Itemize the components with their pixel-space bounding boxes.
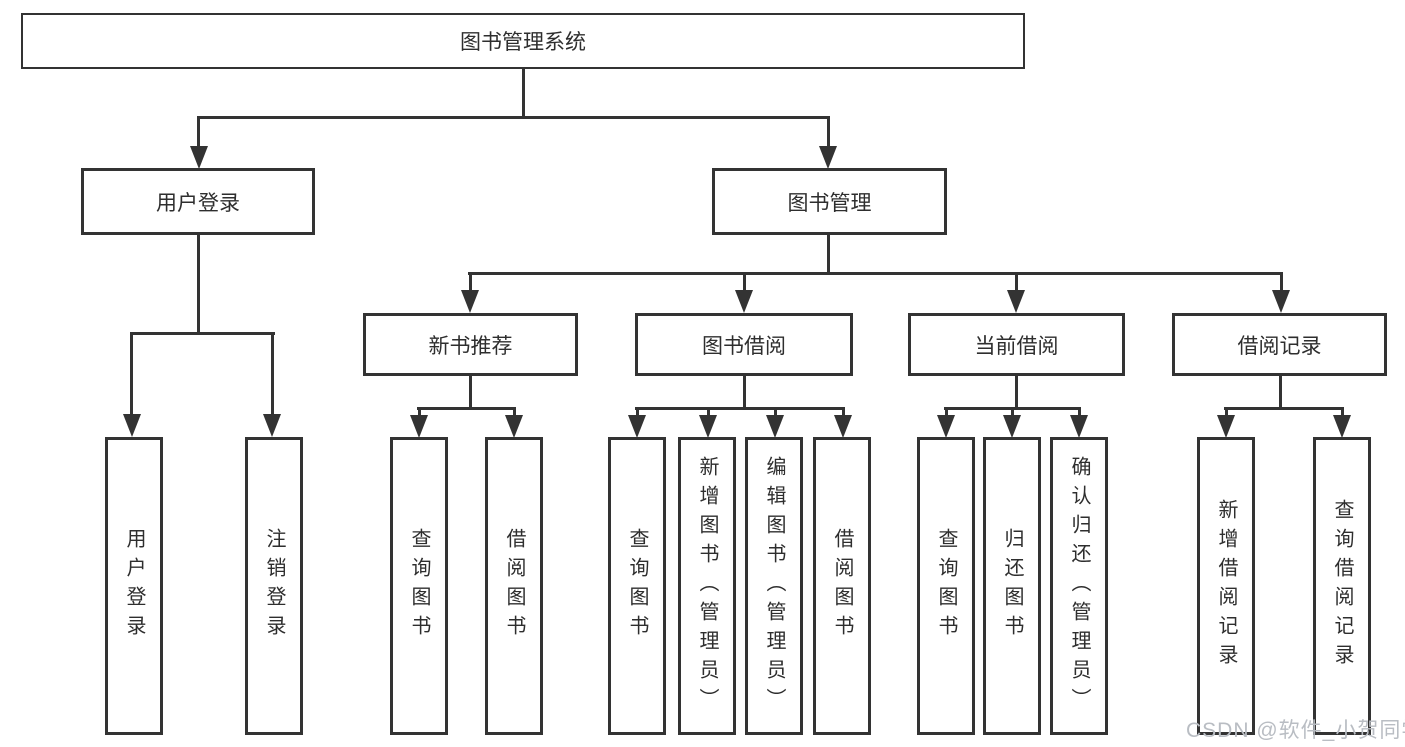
arrowhead-down-icon [1272, 290, 1290, 313]
connector-line [1015, 376, 1018, 410]
connector-line [743, 376, 746, 410]
node-book-borrow-label: 图书借阅 [702, 334, 786, 358]
arrowhead-down-icon [628, 415, 646, 438]
node-root: 图书管理系统 [21, 13, 1025, 69]
leaf-logout-label: 注销登录 [263, 528, 285, 644]
connector-line [1078, 407, 1081, 418]
leaf-add-book-admin: 新增图书（管理员） [678, 437, 736, 735]
arrowhead-down-icon [699, 415, 717, 438]
arrowhead-down-icon [819, 146, 837, 169]
arrowhead-down-icon [263, 414, 281, 437]
connector-line [945, 407, 948, 418]
connector-line [469, 376, 472, 410]
connector-line [743, 272, 746, 292]
leaf-return-books-label: 归还图书 [1001, 528, 1023, 644]
leaf-return-books: 归还图书 [983, 437, 1041, 735]
arrowhead-down-icon [1217, 415, 1235, 438]
csdn-watermark: CSDN @软件_小贺同学 [1186, 719, 1405, 742]
connector-line [1279, 376, 1282, 410]
leaf-add-book-admin-label: 新增图书（管理员） [696, 455, 718, 717]
connector-line [774, 407, 777, 418]
arrowhead-down-icon [1007, 290, 1025, 313]
arrowhead-down-icon [834, 415, 852, 438]
arrowhead-down-icon [190, 146, 208, 169]
connector-line [1011, 407, 1014, 418]
leaf-borrow-books-recommend-label: 借阅图书 [503, 528, 525, 644]
connector-line [1015, 272, 1018, 292]
connector-line [417, 407, 516, 410]
connector-line [827, 116, 830, 148]
connector-line [513, 407, 516, 418]
connector-line [197, 234, 200, 335]
leaf-query-books-current: 查询图书 [917, 437, 975, 735]
node-user-login-label: 用户登录 [156, 191, 240, 215]
arrowhead-down-icon [766, 415, 784, 438]
arrowhead-down-icon [735, 290, 753, 313]
connector-line [1341, 407, 1344, 418]
arrowhead-down-icon [461, 290, 479, 313]
leaf-query-borrow-record-label: 查询借阅记录 [1331, 499, 1353, 673]
connector-line [197, 116, 830, 119]
connector-line [271, 332, 274, 416]
leaf-query-books-recommend: 查询图书 [390, 437, 448, 735]
leaf-user-login-label: 用户登录 [123, 528, 145, 644]
connector-line [1280, 272, 1283, 292]
node-book-management: 图书管理 [712, 168, 947, 235]
leaf-edit-book-admin-label: 编辑图书（管理员） [763, 455, 785, 717]
node-current-borrow: 当前借阅 [908, 313, 1125, 376]
leaf-edit-book-admin: 编辑图书（管理员） [745, 437, 803, 735]
connector-line [1225, 407, 1228, 418]
connector-line [842, 407, 845, 418]
arrowhead-down-icon [1070, 415, 1088, 438]
node-user-login: 用户登录 [81, 168, 315, 235]
connector-line [130, 332, 133, 416]
connector-line [636, 407, 639, 418]
connector-line [827, 234, 830, 275]
connector-line [130, 332, 275, 335]
node-borrow-records-label: 借阅记录 [1237, 334, 1322, 358]
leaf-borrow-books-label: 借阅图书 [831, 528, 853, 644]
leaf-add-borrow-record-label: 新增借阅记录 [1215, 499, 1237, 673]
leaf-logout: 注销登录 [245, 437, 303, 735]
connector-line [468, 272, 1283, 275]
node-book-management-label: 图书管理 [787, 191, 872, 215]
arrowhead-down-icon [410, 415, 428, 438]
node-new-book-recommend: 新书推荐 [363, 313, 578, 376]
leaf-user-login: 用户登录 [105, 437, 163, 735]
node-current-borrow-label: 当前借阅 [974, 334, 1059, 358]
leaf-confirm-return-admin-label: 确认归还（管理员） [1068, 455, 1090, 717]
connector-line [197, 116, 200, 148]
leaf-query-borrow-record: 查询借阅记录 [1313, 437, 1371, 735]
leaf-borrow-books-recommend: 借阅图书 [485, 437, 543, 735]
arrowhead-down-icon [1333, 415, 1351, 438]
leaf-query-books-borrow-label: 查询图书 [626, 528, 648, 644]
connector-line [522, 69, 525, 119]
connector-line [707, 407, 710, 418]
leaf-query-books-current-label: 查询图书 [935, 528, 957, 644]
connector-line [469, 272, 472, 292]
node-borrow-records: 借阅记录 [1172, 313, 1387, 376]
connector-line [635, 407, 845, 410]
node-new-book-recommend-label: 新书推荐 [428, 334, 513, 358]
leaf-query-books-recommend-label: 查询图书 [408, 528, 430, 644]
leaf-confirm-return-admin: 确认归还（管理员） [1050, 437, 1108, 735]
connector-line [1224, 407, 1344, 410]
node-root-label: 图书管理系统 [460, 31, 586, 54]
arrowhead-down-icon [505, 415, 523, 438]
arrowhead-down-icon [937, 415, 955, 438]
leaf-query-books-borrow: 查询图书 [608, 437, 666, 735]
connector-line [418, 407, 421, 418]
leaf-add-borrow-record: 新增借阅记录 [1197, 437, 1255, 735]
arrowhead-down-icon [123, 414, 141, 437]
leaf-borrow-books: 借阅图书 [813, 437, 871, 735]
arrowhead-down-icon [1003, 415, 1021, 438]
node-book-borrow: 图书借阅 [635, 313, 853, 376]
